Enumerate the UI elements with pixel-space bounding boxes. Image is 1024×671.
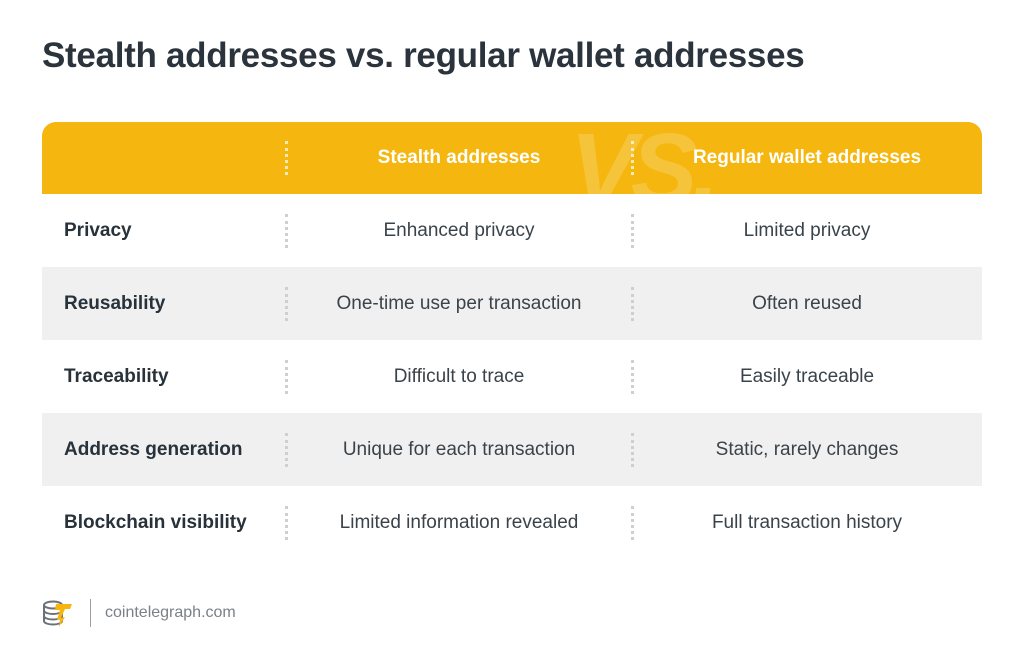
table-row: Privacy Enhanced privacy Limited privacy	[42, 194, 982, 267]
stealth-cell: One-time use per transaction	[336, 292, 582, 314]
column-divider	[631, 505, 634, 540]
table-row: Reusability One-time use per transaction…	[42, 267, 982, 340]
column-divider	[631, 359, 634, 394]
stealth-cell: Unique for each transaction	[342, 438, 576, 460]
header-cell-feature	[42, 122, 286, 194]
table-row: Traceability Difficult to trace Easily t…	[42, 340, 982, 413]
feature-cell: Traceability	[64, 365, 169, 387]
table-row: Address generation Unique for each trans…	[42, 413, 982, 486]
column-divider	[631, 432, 634, 467]
regular-cell: Static, rarely changes	[715, 438, 899, 460]
column-divider	[631, 141, 634, 175]
stealth-cell: Limited information revealed	[339, 511, 579, 533]
stealth-cell: Difficult to trace	[393, 365, 525, 387]
table-row: Blockchain visibility Limited informatio…	[42, 486, 982, 559]
header-cell-stealth: Stealth addresses	[377, 147, 541, 168]
regular-cell: Easily traceable	[739, 365, 875, 387]
stealth-cell: Enhanced privacy	[383, 219, 535, 241]
feature-cell: Reusability	[64, 292, 166, 314]
comparison-table: VS. Stealth addresses Regular wallet add…	[42, 122, 982, 559]
feature-cell: Privacy	[64, 219, 132, 241]
regular-cell: Full transaction history	[711, 511, 903, 533]
footer: cointelegraph.com	[42, 598, 236, 628]
feature-cell: Address generation	[64, 438, 243, 460]
column-divider	[285, 359, 288, 394]
column-divider	[285, 432, 288, 467]
column-divider	[285, 505, 288, 540]
regular-cell: Limited privacy	[743, 219, 871, 241]
page-title: Stealth addresses vs. regular wallet add…	[42, 36, 805, 75]
cointelegraph-logo-icon	[43, 600, 72, 627]
column-divider	[285, 213, 288, 248]
regular-cell: Often reused	[752, 292, 862, 314]
column-divider	[631, 213, 634, 248]
footer-divider	[90, 599, 91, 627]
column-divider	[285, 286, 288, 321]
header-cell-regular: Regular wallet addresses	[692, 147, 922, 168]
feature-cell: Blockchain visibility	[64, 511, 247, 533]
site-url: cointelegraph.com	[105, 604, 236, 621]
column-divider	[631, 286, 634, 321]
table-header-row: VS. Stealth addresses Regular wallet add…	[42, 122, 982, 225]
column-divider	[285, 141, 288, 175]
